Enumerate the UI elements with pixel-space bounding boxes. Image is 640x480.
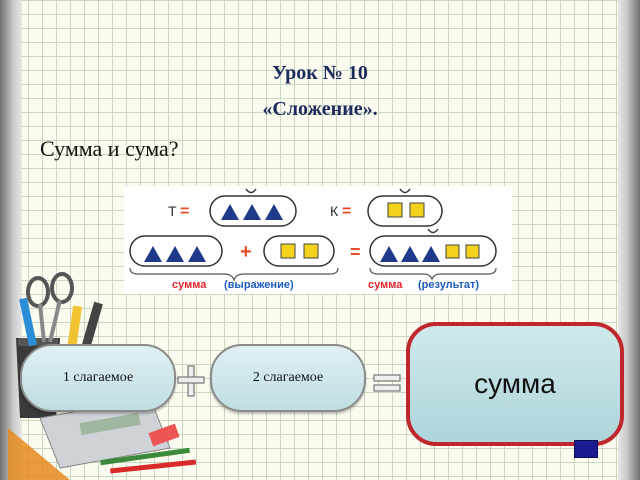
equals-icon [373, 374, 401, 392]
k-label: К [330, 203, 339, 219]
caption-result: (результат) [418, 279, 479, 291]
plus-icon [177, 365, 205, 397]
left-binder-rail [0, 0, 22, 480]
triangle-shape [265, 204, 283, 220]
equals-sign: = [350, 242, 361, 262]
brace-right [369, 267, 497, 281]
sum-bubble[interactable]: сумма [406, 322, 624, 446]
t-label: Т [168, 203, 177, 219]
lesson-topic: «Сложение». [262, 98, 378, 120]
triangle-shape [243, 204, 261, 220]
caption-sum-right: сумма [368, 279, 403, 291]
next-slide-icon[interactable] [574, 440, 598, 458]
equals-sign: = [342, 203, 351, 220]
plus-sign: + [240, 241, 252, 263]
caption-sum-left: сумма [172, 279, 207, 291]
question-text: Сумма и сума? [40, 136, 179, 161]
equals-sign: = [180, 203, 189, 220]
lesson-title: Урок № 10 [272, 62, 368, 84]
square-shape [409, 202, 425, 218]
addend-1-bubble: 1 слагаемое [20, 344, 176, 412]
addend-2-bubble: 2 слагаемое [210, 344, 366, 412]
addition-diagram: Т = К = + = сумма (выражени [124, 186, 512, 294]
square-shape [387, 202, 403, 218]
caption-expression: (выражение) [224, 279, 294, 291]
triangle-shape [221, 204, 239, 220]
brace-left [129, 267, 339, 282]
